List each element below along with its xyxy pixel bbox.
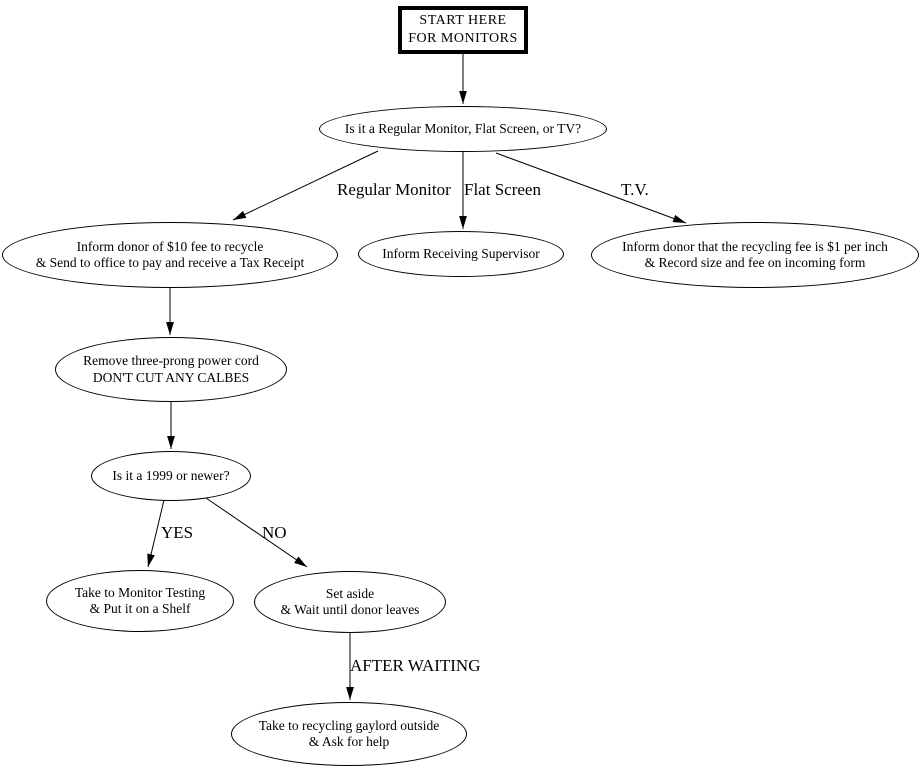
node-start: START HERE FOR MONITORS (398, 6, 528, 54)
node-text-line2: FOR MONITORS (408, 31, 518, 46)
node-monitor-type-decision: Is it a Regular Monitor, Flat Screen, or… (319, 106, 607, 152)
edge-label-after-waiting: AFTER WAITING (350, 656, 481, 675)
node-text-line1: Take to recycling gaylord outside (258, 717, 440, 733)
connector-yes-branch (147, 499, 165, 568)
node-text-line1: Inform donor of $10 fee to recycle (76, 238, 264, 254)
node-text-line1: Remove three-prong power cord (83, 353, 259, 368)
node-text-line1: Is it a 1999 or newer? (112, 467, 230, 483)
node-inform-tv-fee: Inform donor that the recycling fee is $… (591, 222, 919, 288)
connector-tv-branch (495, 152, 687, 224)
edge-label-regular-monitor: Regular Monitor (337, 180, 451, 199)
node-text-line2: & Record size and fee on incoming form (644, 255, 866, 270)
node-set-aside: Set aside & Wait until donor leaves (254, 571, 446, 633)
node-text-line1: Set aside (325, 585, 375, 601)
edge-label-yes: YES (161, 523, 194, 542)
node-text-line2: & Send to office to pay and receive a Ta… (35, 255, 305, 270)
node-year-decision: Is it a 1999 or newer? (91, 451, 251, 501)
node-text-line1: Take to Monitor Testing (74, 584, 206, 600)
connector-regular-monitor-branch (232, 150, 379, 221)
node-text-line1: Inform Receiving Supervisor (382, 245, 540, 261)
node-inform-receiving-supervisor: Inform Receiving Supervisor (358, 231, 564, 277)
node-text-line2: & Wait until donor leaves (280, 602, 420, 617)
node-text-line2: & Ask for help (308, 734, 390, 749)
node-inform-ten-dollar-fee: Inform donor of $10 fee to recycle & Sen… (2, 222, 338, 288)
node-remove-power-cord: Remove three-prong power cord DON'T CUT … (55, 337, 287, 402)
node-recycling-gaylord: Take to recycling gaylord outside & Ask … (231, 702, 467, 766)
connector-no-branch (205, 497, 308, 568)
node-text-line1: Inform donor that the recycling fee is $… (622, 238, 888, 254)
node-text-line1: START HERE (419, 13, 507, 28)
edge-label-tv: T.V. (621, 180, 649, 199)
edge-label-no: NO (262, 523, 287, 542)
node-text-line2: & Put it on a Shelf (89, 601, 191, 616)
node-monitor-testing: Take to Monitor Testing & Put it on a Sh… (46, 570, 234, 632)
node-text-line1: Is it a Regular Monitor, Flat Screen, or… (344, 120, 582, 136)
node-text-line2: DON'T CUT ANY CALBES (92, 369, 250, 385)
edge-label-flat-screen: Flat Screen (464, 180, 541, 199)
